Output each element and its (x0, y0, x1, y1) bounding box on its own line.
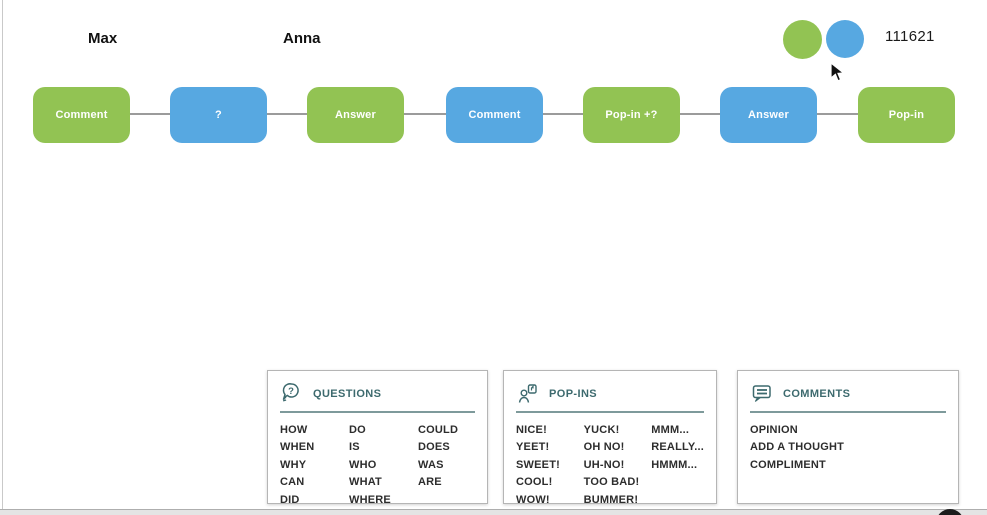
questions-column-2: DO IS WHO WHAT WHERE (349, 422, 418, 509)
question-word: DID (280, 493, 300, 506)
question-word: CAN (280, 476, 305, 489)
popins-column-1: NICE! YEET! SWEET! COOL! WOW! (516, 422, 584, 509)
svg-text:?: ? (288, 386, 294, 397)
offcanvas-area (0, 510, 987, 515)
popins-column-3: MMM... REALLY... HMMM... (651, 422, 704, 509)
comment-word: COMPLIMENT (750, 458, 826, 471)
comment-word: OPINION (750, 424, 798, 436)
popin-word: SWEET! (516, 458, 560, 471)
flow-node-popin[interactable]: Pop-in (858, 87, 955, 143)
flow-node-answer-2[interactable]: Answer (720, 87, 817, 143)
slide-left-edge (2, 0, 3, 509)
comment-word: ADD A THOUGHT (750, 441, 845, 454)
questions-word-list: HOW WHEN WHY CAN DID DO IS WHO WHAT WHER… (280, 422, 475, 509)
questions-card-title: QUESTIONS (313, 388, 382, 400)
questions-card: ? QUESTIONS HOW WHEN WHY CAN DID DO IS W… (267, 370, 488, 506)
questions-card-rule (280, 411, 475, 413)
comment-bubble-icon (752, 385, 771, 402)
flow-node-question[interactable]: ? (170, 87, 267, 143)
question-word: WAS (418, 458, 444, 471)
flow-node-comment-1[interactable]: Comment (33, 87, 130, 143)
comments-card-header: COMMENTS (750, 381, 946, 407)
questions-card-header: ? QUESTIONS (280, 381, 475, 407)
flow-node-comment-2[interactable]: Comment (446, 87, 543, 143)
mouse-cursor-icon (830, 62, 845, 82)
popin-word: BUMMER! (583, 493, 639, 506)
comments-card-rule (750, 411, 946, 413)
comments-card: COMMENTS OPINION ADD A THOUGHT COMPLIMEN… (737, 370, 959, 504)
question-word: WHEN (280, 441, 315, 454)
popin-word: HMMM... (651, 458, 698, 471)
popins-card-rule (516, 411, 704, 413)
popin-word: MMM... (651, 424, 690, 436)
question-word: COULD (418, 424, 459, 436)
popin-word: REALLY... (651, 441, 704, 454)
question-word: WHAT (349, 476, 382, 489)
popins-word-list: NICE! YEET! SWEET! COOL! WOW! YUCK! OH N… (516, 422, 704, 509)
question-word: WHY (280, 458, 307, 471)
questions-column-3: COULD DOES WAS ARE (418, 422, 475, 509)
popin-word: TOO BAD! (583, 476, 640, 489)
comments-word-list: OPINION ADD A THOUGHT COMPLIMENT (750, 422, 946, 474)
popins-card: POP-INS NICE! YEET! SWEET! COOL! WOW! YU… (503, 370, 717, 506)
question-word: HOW (280, 424, 308, 436)
comments-card-title: COMMENTS (783, 388, 851, 400)
question-word: IS (349, 441, 360, 454)
popin-word: OH NO! (583, 441, 625, 454)
popin-word: COOL! (516, 476, 553, 489)
questions-column-1: HOW WHEN WHY CAN DID (280, 422, 349, 509)
question-word: ARE (418, 476, 442, 489)
comments-column-1: OPINION ADD A THOUGHT COMPLIMENT (750, 422, 946, 474)
session-code: 111621 (885, 28, 935, 45)
legend-dot-green[interactable] (783, 20, 822, 59)
popin-word: WOW! (516, 493, 550, 506)
popin-word: UH-NO! (583, 458, 625, 471)
question-bubble-icon: ? (282, 383, 299, 402)
flow-node-answer-1[interactable]: Answer (307, 87, 404, 143)
question-word: DO (349, 424, 366, 436)
bottom-peek-button[interactable] (936, 509, 964, 515)
popin-word: NICE! (516, 424, 547, 436)
popins-column-2: YUCK! OH NO! UH-NO! TOO BAD! BUMMER! (584, 422, 652, 509)
popin-word: YEET! (516, 441, 550, 454)
popin-word: YUCK! (583, 424, 620, 436)
pop-in-person-icon (518, 384, 537, 403)
popins-card-title: POP-INS (549, 388, 598, 400)
question-word: DOES (418, 441, 450, 454)
question-word: WHO (349, 458, 377, 471)
question-word: WHERE (349, 493, 391, 506)
flow-node-popin-question[interactable]: Pop-in +? (583, 87, 680, 143)
participant-name-anna[interactable]: Anna (283, 30, 321, 47)
legend-dot-blue[interactable] (826, 20, 864, 58)
popins-card-header: POP-INS (516, 381, 704, 407)
slide-bottom-edge (0, 509, 987, 510)
participant-name-max[interactable]: Max (88, 30, 118, 47)
